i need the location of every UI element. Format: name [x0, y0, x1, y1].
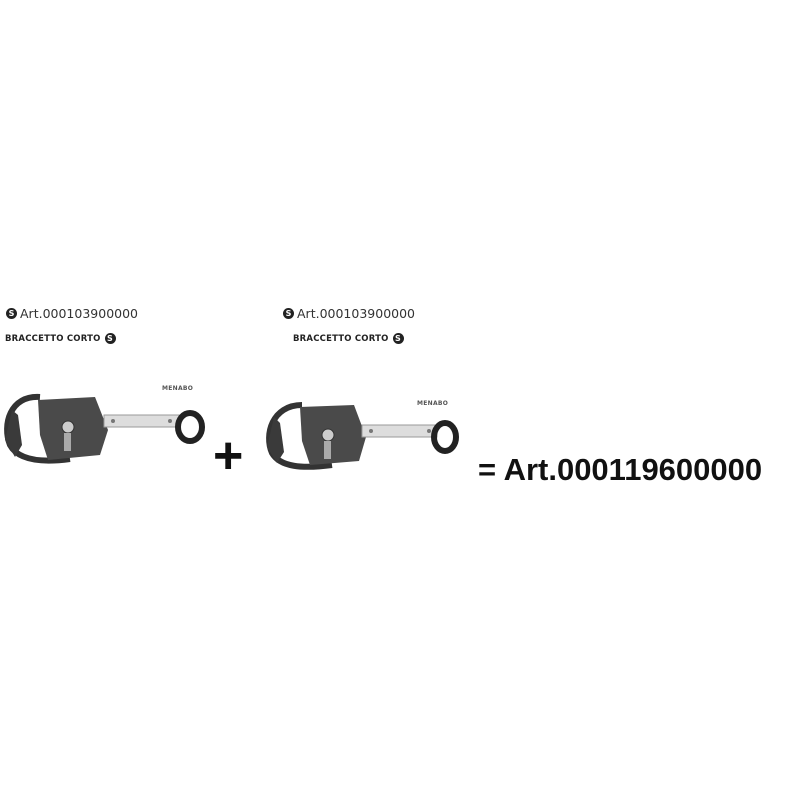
s-badge-icon: S: [6, 308, 17, 319]
product-2-article: S Art.000103900000: [283, 306, 415, 321]
s-badge-icon: S: [104, 333, 116, 344]
product-name: BRACCETTO CORTO: [5, 333, 101, 344]
plus-sign: +: [213, 427, 244, 485]
combined-article-number: = Art.000119600000: [478, 452, 763, 487]
product-1-name: BRACCETTO CORTO S: [5, 333, 116, 344]
brand-logo: MENABO: [417, 400, 449, 407]
s-badge-icon: S: [392, 333, 404, 344]
brand-logo: MENABO: [162, 385, 194, 392]
product-name: BRACCETTO CORTO: [293, 333, 389, 344]
bike-arm-image-2: [266, 402, 459, 470]
product-1-article: S Art.000103900000: [6, 306, 138, 321]
product-2-name: BRACCETTO CORTO S: [293, 333, 404, 344]
article-number: Art.000103900000: [20, 306, 138, 321]
bike-arm-image-1: [4, 393, 205, 464]
article-number: Art.000103900000: [297, 306, 415, 321]
s-badge-icon: S: [283, 308, 294, 319]
